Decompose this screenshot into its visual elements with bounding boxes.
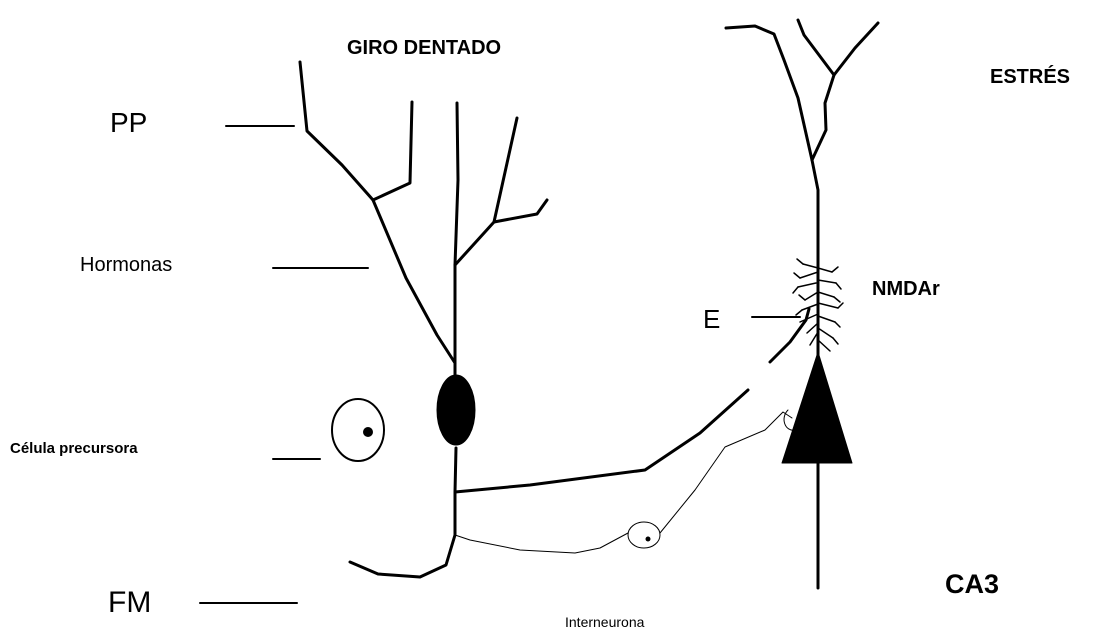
- granule-dendrite-branch-1: [373, 102, 412, 200]
- granule-dendrite-branch-3: [494, 200, 547, 222]
- ca3-dendrite-tip: [798, 20, 834, 75]
- label-interneurona: Interneurona: [565, 615, 644, 629]
- label-estres: ESTRÉS: [990, 67, 1070, 87]
- granule-soma: [437, 375, 475, 445]
- precursor-cell-body: [332, 399, 384, 461]
- ca3-dendrite-branch: [812, 23, 878, 160]
- precursor-cell: [332, 399, 384, 461]
- label-e: E: [703, 306, 720, 332]
- label-hormonas: Hormonas: [80, 255, 172, 275]
- precursor-cell-nucleus: [363, 427, 373, 437]
- ca3-pyramidal-cell: [726, 20, 878, 588]
- granule-dendrite-trunk: [455, 103, 458, 363]
- ca3-pyramidal-soma: [782, 352, 852, 463]
- label-fm: FM: [108, 588, 151, 618]
- granule-dendrite-branch-2: [455, 118, 517, 265]
- granule-dendrite-main: [300, 62, 455, 363]
- interneuron-soma: [628, 522, 660, 548]
- ca3-apical-dendrite: [726, 26, 818, 362]
- interneuron-process-right: [660, 412, 792, 533]
- interneuron: [455, 410, 795, 553]
- granule-cell: [300, 62, 809, 577]
- title-giro-dentado: GIRO DENTADO: [347, 38, 501, 58]
- label-celula-precursora: Célula precursora: [10, 441, 138, 456]
- granule-axon: [350, 448, 456, 577]
- label-pp: PP: [110, 109, 147, 137]
- label-ca3: CA3: [945, 571, 999, 598]
- interneuron-process-left: [455, 533, 628, 553]
- interneuron-nucleus: [646, 537, 651, 542]
- label-nmdar: NMDAr: [872, 279, 940, 299]
